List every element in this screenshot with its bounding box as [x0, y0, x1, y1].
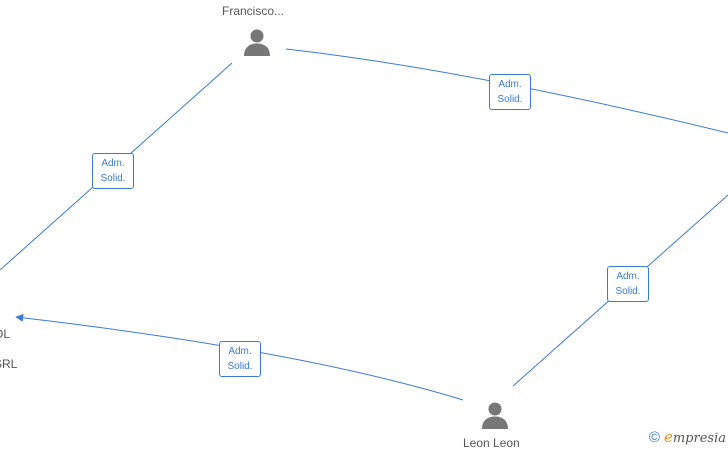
person-icon[interactable]: [242, 27, 272, 57]
edge-label-line1: Adm.: [101, 158, 125, 169]
edge-label-leon-left[interactable]: Adm. Solid.: [219, 341, 261, 377]
edge-label-line2: Solid.: [100, 173, 126, 184]
edge-label-line2: Solid.: [615, 286, 641, 297]
node-label-leon: Leon Leon: [463, 436, 520, 450]
copyright-icon: ©: [648, 428, 660, 446]
edge-label-francisco-left[interactable]: Adm. Solid.: [92, 153, 134, 189]
node-label-company-line1: OL: [0, 327, 11, 341]
edge-label-leon-right[interactable]: Adm. Solid.: [607, 266, 649, 302]
edge-leon-left: [15, 313, 464, 401]
edge-label-francisco-right[interactable]: Adm. Solid.: [489, 74, 531, 110]
node-label-company-line2: SRL: [0, 357, 18, 371]
brand-footer: © empresia: [649, 428, 726, 446]
edge-label-line2: Solid.: [497, 94, 523, 105]
brand-logo[interactable]: empresia: [663, 428, 726, 446]
node-label-francisco: Francisco...: [222, 4, 285, 18]
edge-label-line1: Adm.: [616, 271, 640, 282]
edge-label-line2: Solid.: [227, 361, 253, 372]
edge-label-line1: Adm.: [498, 79, 522, 90]
edge-label-line1: Adm.: [228, 346, 252, 357]
edge-francisco-right: [285, 48, 728, 134]
person-icon[interactable]: [480, 400, 510, 430]
